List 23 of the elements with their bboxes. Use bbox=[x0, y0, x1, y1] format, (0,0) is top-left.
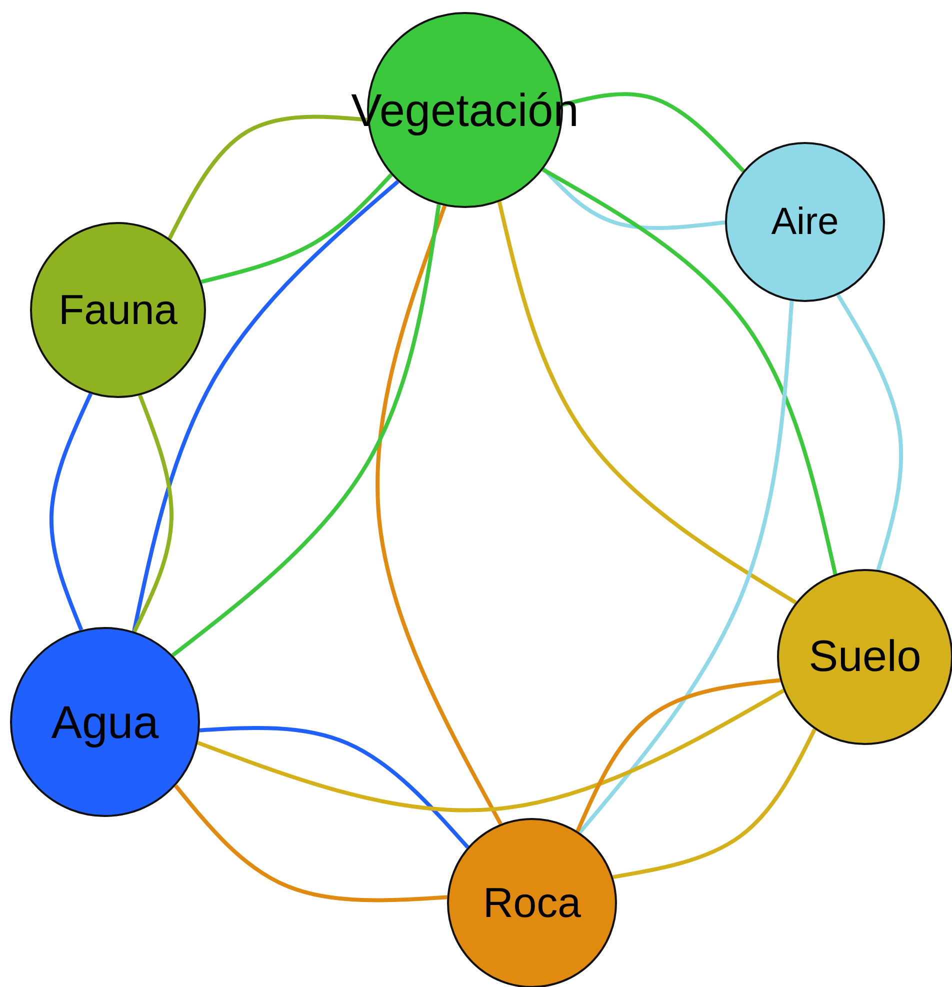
node-label: Roca bbox=[482, 879, 582, 927]
connector-line bbox=[168, 114, 368, 240]
connector-line bbox=[200, 173, 393, 284]
connector-line bbox=[542, 168, 838, 575]
connector-line bbox=[612, 728, 816, 880]
connector-line bbox=[497, 201, 797, 604]
connector-line bbox=[132, 394, 174, 633]
connector-line bbox=[542, 167, 726, 230]
connector-line bbox=[197, 688, 785, 812]
connector-line bbox=[376, 205, 502, 825]
connector-line bbox=[562, 92, 745, 172]
connector-line bbox=[132, 180, 400, 632]
node-label: Agua bbox=[51, 695, 159, 749]
connector-line bbox=[174, 784, 448, 902]
connector-line bbox=[578, 300, 794, 834]
connector-line bbox=[50, 392, 93, 631]
connector-line bbox=[200, 726, 470, 849]
connector-line bbox=[171, 204, 441, 657]
connector-line bbox=[576, 678, 780, 832]
node-label: Suelo bbox=[808, 632, 922, 682]
node-label: Fauna bbox=[58, 286, 178, 334]
node-label: Aire bbox=[771, 200, 839, 244]
connector-line bbox=[836, 294, 904, 571]
